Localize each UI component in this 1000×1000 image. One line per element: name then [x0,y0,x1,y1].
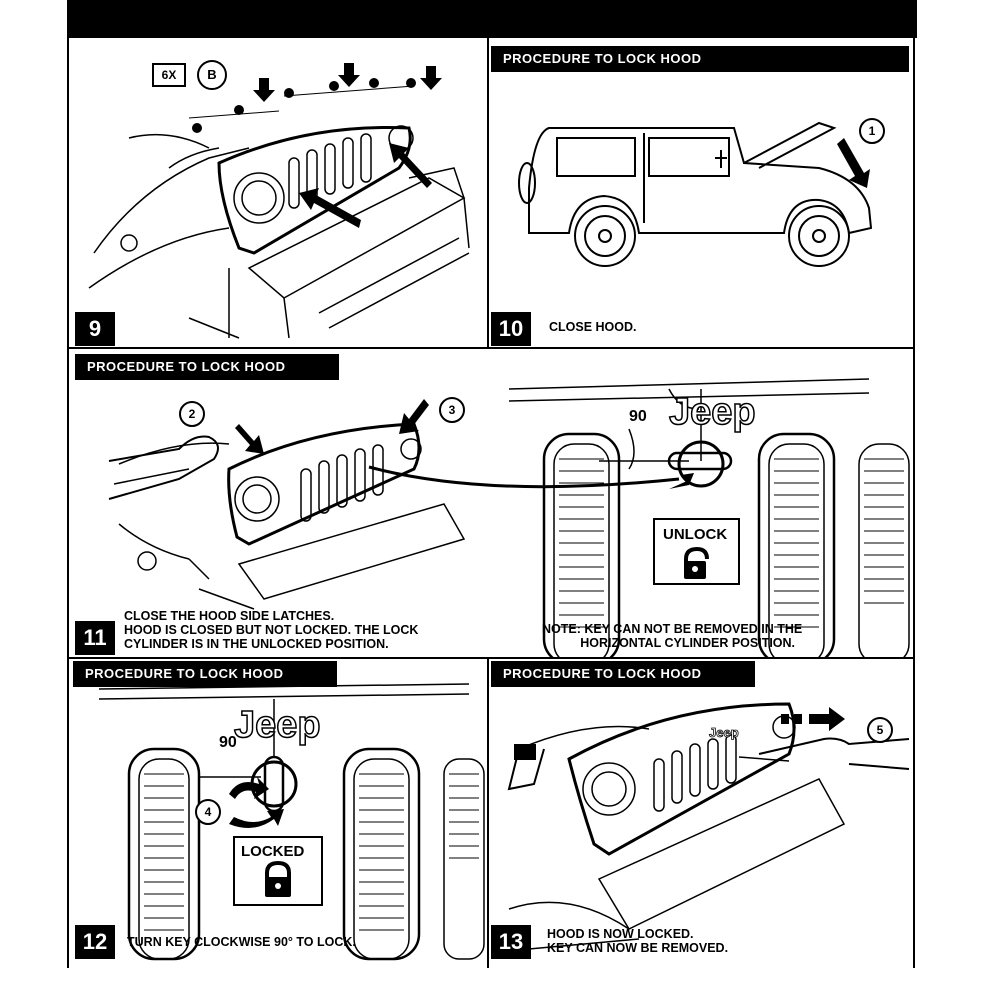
note-11: NOTE: KEY CAN NOT BE REMOVED IN THE HORI… [542,622,803,650]
divider-vertical-top [487,38,489,348]
jeep-side-view-illustration [518,121,873,267]
callout-3: 3 [439,397,465,423]
step-13-panel: PROCEDURE TO LOCK HOOD Jeep 5 13 HOOD [489,659,913,968]
step-11-panel: PROCEDURE TO LOCK HOOD [69,349,913,657]
brand-logo-11: Jeep [669,391,756,433]
step-10-panel: PROCEDURE TO LOCK HOOD 1 10 CLOSE HOOD. [489,38,913,347]
state-locked-label: LOCKED [241,843,305,860]
step-12-panel: PROCEDURE TO LOCK HOOD 90 Je [69,659,487,968]
divider-vertical-bottom [487,658,489,968]
callout-2: 2 [179,401,205,427]
callout-5: 5 [867,717,893,743]
brand-logo-12: Jeep [234,704,321,746]
hood-latch-and-cylinder-illustration: 90 Jeep UNLOCK [108,378,910,657]
step-number-12: 12 [75,925,115,959]
lock-cylinder-locked-illustration: 90 Jeep LOCKED [98,683,485,961]
step-number-11: 11 [75,621,115,655]
grille-removal-illustration [88,63,470,339]
brand-logo-13: Jeep [709,725,739,740]
divider-row2 [67,657,915,659]
caption-10: CLOSE HOOD. [549,320,637,334]
caption-13: HOOD IS NOW LOCKED. KEY CAN NOW BE REMOV… [547,927,729,955]
rotation-angle-12: 90 [219,734,237,751]
quantity-box: 6X [152,63,186,87]
caption-11: CLOSE THE HOOD SIDE LATCHES. HOOD IS CLO… [124,609,419,651]
key-removal-illustration: Jeep [507,702,910,950]
step-number-13: 13 [491,925,531,959]
procedure-header-10: PROCEDURE TO LOCK HOOD [491,46,909,72]
procedure-header-13: PROCEDURE TO LOCK HOOD [491,661,755,687]
step-number-10: 10 [491,312,531,346]
procedure-header-11: PROCEDURE TO LOCK HOOD [75,354,339,380]
top-black-bar [67,0,917,38]
callout-b: B [197,60,227,90]
procedure-header-12: PROCEDURE TO LOCK HOOD [73,661,337,687]
rotation-angle-11: 90 [629,408,647,425]
step-9-panel: 6X B 9 [69,38,487,347]
step-number-9: 9 [75,312,115,346]
divider-row1 [67,347,915,349]
callout-1: 1 [859,118,885,144]
caption-12: TURN KEY CLOCKWISE 90° TO LOCK. [127,935,356,949]
state-unlock-label: UNLOCK [663,526,727,543]
callout-4: 4 [195,799,221,825]
